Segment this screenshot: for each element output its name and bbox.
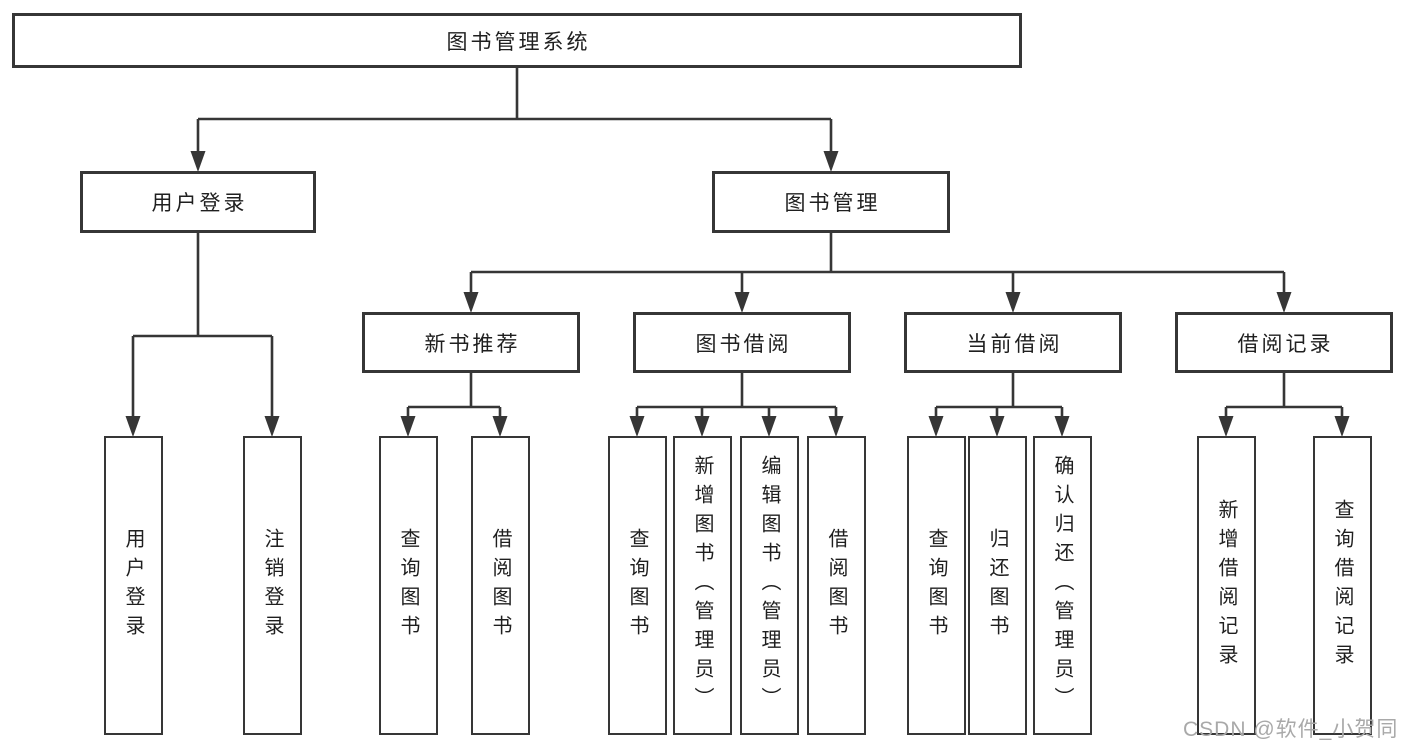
node-user-login-leaf: 用户登录 xyxy=(104,436,163,735)
arrowheads xyxy=(125,151,1350,437)
arrow-down-icon xyxy=(989,416,1005,437)
arrow-down-icon xyxy=(823,151,839,172)
arrow-down-icon xyxy=(190,151,206,172)
arrow-down-icon xyxy=(928,416,944,437)
arrow-down-icon xyxy=(1276,292,1292,313)
arrow-down-icon xyxy=(734,292,750,313)
arrow-down-icon xyxy=(1218,416,1234,437)
node-borrow-books-recommend: 借阅图书 xyxy=(471,436,530,735)
node-borrow-books-leaf: 借阅图书 xyxy=(807,436,866,735)
arrow-down-icon xyxy=(463,292,479,313)
arrow-down-icon xyxy=(629,416,645,437)
node-return-books: 归还图书 xyxy=(968,436,1027,735)
node-borrowing-records: 借阅记录 xyxy=(1175,312,1393,373)
node-query-borrow-record: 查询借阅记录 xyxy=(1313,436,1372,735)
arrow-down-icon xyxy=(828,416,844,437)
node-logout-leaf: 注销登录 xyxy=(243,436,302,735)
csdn-watermark: CSDN @软件_小贺同学 xyxy=(1183,718,1399,741)
arrow-down-icon xyxy=(761,416,777,437)
node-new-book-recommendation: 新书推荐 xyxy=(362,312,580,373)
arrow-down-icon xyxy=(1054,416,1070,437)
arrow-down-icon xyxy=(1005,292,1021,313)
node-query-books-recommend: 查询图书 xyxy=(379,436,438,735)
arrow-down-icon xyxy=(125,416,141,437)
node-library-management-system: 图书管理系统 xyxy=(12,13,1022,68)
node-edit-books-admin: 编辑图书（管理员） xyxy=(740,436,799,735)
connector-paths xyxy=(131,68,1344,418)
arrow-down-icon xyxy=(1334,416,1350,437)
node-query-books-borrowing: 查询图书 xyxy=(608,436,667,735)
node-confirm-return-admin: 确认归还（管理员） xyxy=(1033,436,1092,735)
node-add-borrow-record: 新增借阅记录 xyxy=(1197,436,1256,735)
node-current-borrowing: 当前借阅 xyxy=(904,312,1122,373)
arrow-down-icon xyxy=(264,416,280,437)
node-book-borrowing: 图书借阅 xyxy=(633,312,851,373)
arrow-down-icon xyxy=(492,416,508,437)
node-query-books-current: 查询图书 xyxy=(907,436,966,735)
node-add-books-admin: 新增图书（管理员） xyxy=(673,436,732,735)
node-book-management-module: 图书管理 xyxy=(712,171,950,233)
arrow-down-icon xyxy=(694,416,710,437)
node-user-login-module: 用户登录 xyxy=(80,171,316,233)
arrow-down-icon xyxy=(400,416,416,437)
